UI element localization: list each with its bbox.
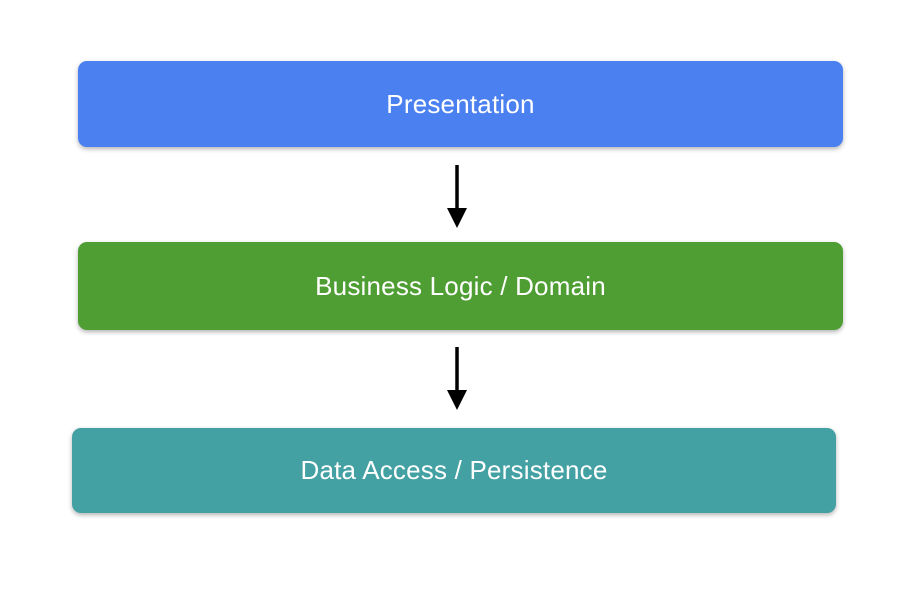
arrow-down-icon bbox=[447, 165, 467, 228]
business-logic-layer-label: Business Logic / Domain bbox=[315, 270, 606, 301]
data-access-layer-box: Data Access / Persistence bbox=[72, 428, 836, 513]
arrow-down-icon bbox=[447, 347, 467, 410]
data-access-layer-label: Data Access / Persistence bbox=[300, 455, 608, 485]
presentation-layer-label: Presentation bbox=[386, 88, 535, 119]
business-logic-layer-box: Business Logic / Domain bbox=[78, 242, 843, 330]
presentation-layer-box: Presentation bbox=[78, 61, 843, 147]
